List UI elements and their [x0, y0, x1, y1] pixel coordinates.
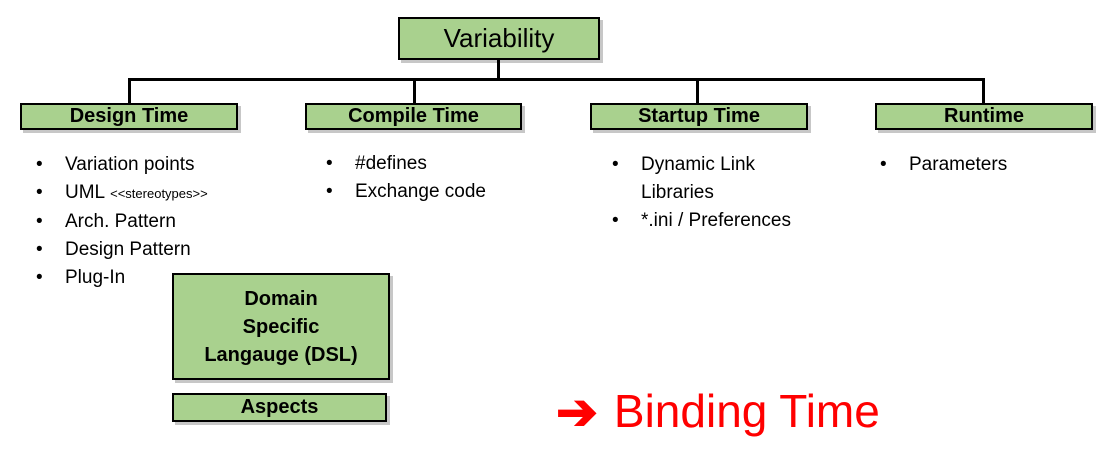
list-item-text: UML: [65, 182, 106, 203]
bullet-icon: •: [36, 239, 43, 260]
branch-label-compile-time: Compile Time: [348, 105, 479, 127]
list-item-text: Arch. Pattern: [65, 211, 176, 232]
branch-label-design-time: Design Time: [69, 105, 189, 127]
branch-label-runtime: Runtime: [944, 105, 1024, 127]
list-item: • UML <<stereotypes>>: [36, 179, 208, 208]
dsl-box: Domain Specific Langauge (DSL): [172, 273, 390, 380]
list-item-small-text: <<stereotypes>>: [110, 186, 208, 201]
branch-box-compile-time: Compile Time: [305, 103, 522, 130]
list-item-text: #defines: [355, 153, 427, 174]
list-item: • *.ini / Preferences: [612, 207, 813, 235]
dsl-box-line: Domain: [244, 287, 318, 310]
bullet-icon: •: [36, 267, 43, 288]
list-item-text: Parameters: [909, 154, 1008, 175]
dsl-box-line: Langauge (DSL): [204, 343, 358, 366]
root-box-label: Variability: [443, 23, 555, 53]
dsl-box-line: Specific: [242, 315, 320, 338]
bullet-icon: •: [326, 153, 333, 174]
list-item: • Exchange code: [326, 178, 486, 206]
aspects-box: Aspects: [172, 393, 387, 422]
bullet-icon: •: [36, 182, 43, 203]
bullet-icon: •: [36, 154, 43, 175]
list-item-text: Design Pattern: [65, 239, 191, 260]
branch-box-startup-time: Startup Time: [590, 103, 808, 130]
connector-drop-design-time: [128, 79, 131, 104]
list-item-text: Exchange code: [355, 181, 486, 202]
list-item-text: Plug-In: [65, 267, 126, 288]
list-item: • #defines: [326, 150, 486, 178]
bullet-icon: •: [612, 210, 619, 231]
bullet-icon: •: [880, 154, 887, 175]
aspects-box-label: Aspects: [240, 396, 319, 418]
connector-root-stem: [497, 60, 500, 79]
binding-time-annotation: ➔ Binding Time: [556, 384, 880, 439]
branch-label-startup-time: Startup Time: [638, 105, 760, 127]
list-item: • Plug-In: [36, 264, 208, 292]
list-item: • Design Pattern: [36, 236, 208, 264]
list-item: • Dynamic Link Libraries: [612, 151, 813, 207]
root-box-variability: Variability: [398, 17, 600, 60]
branch-box-design-time: Design Time: [20, 103, 238, 130]
bullet-list-startup-time: • Dynamic Link Libraries • *.ini / Prefe…: [612, 151, 813, 235]
connector-horizontal-bar: [128, 78, 985, 81]
bullet-icon: •: [326, 181, 333, 202]
connector-drop-compile-time: [413, 79, 416, 104]
bullet-list-compile-time: • #defines • Exchange code: [326, 150, 486, 206]
bullet-list-runtime: • Parameters: [880, 151, 1007, 179]
branch-box-runtime: Runtime: [875, 103, 1093, 130]
list-item: • Parameters: [880, 151, 1007, 179]
list-item-text: *.ini / Preferences: [641, 210, 791, 231]
arrow-right-icon: ➔: [556, 383, 598, 440]
connector-drop-startup-time: [696, 79, 699, 104]
list-item: • Arch. Pattern: [36, 208, 208, 236]
list-item-text: Variation points: [65, 154, 195, 175]
connector-drop-runtime: [982, 79, 985, 104]
list-item-text: Dynamic Link Libraries: [641, 154, 756, 203]
bullet-list-design-time: • Variation points • UML<<stereotypes>> …: [36, 151, 208, 292]
list-item: • Variation points: [36, 151, 208, 179]
bullet-icon: •: [36, 211, 43, 232]
bullet-icon: •: [612, 154, 619, 175]
binding-time-label: Binding Time: [613, 385, 880, 437]
